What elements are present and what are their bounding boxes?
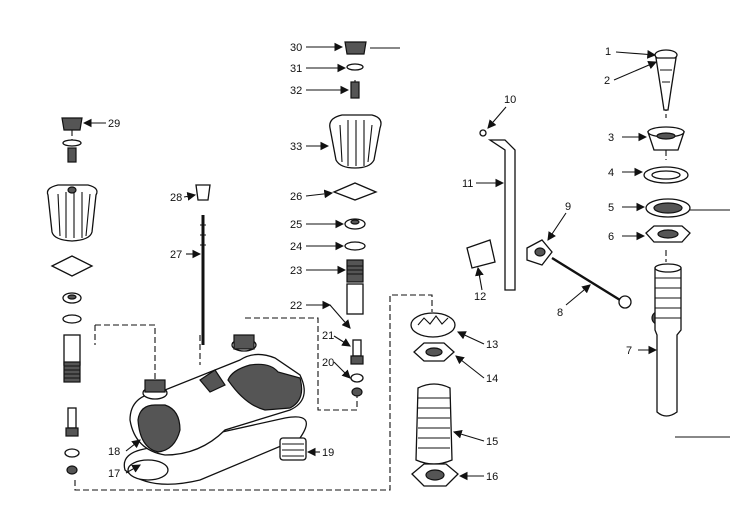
right-handle-assembly xyxy=(329,41,382,397)
callout-12: 12 xyxy=(474,291,486,303)
right-handle-knob xyxy=(329,114,382,169)
clevis-strap xyxy=(487,139,516,291)
callout-3: 3 xyxy=(608,132,614,144)
aerator xyxy=(279,437,307,461)
left-handle-assembly xyxy=(46,117,98,475)
right-stem xyxy=(346,283,364,315)
pop-up-linkage xyxy=(466,129,669,326)
callout-30: 30 xyxy=(290,42,302,54)
left-stem xyxy=(63,334,81,366)
pivot-rod xyxy=(551,256,621,302)
supply-assembly xyxy=(410,312,459,487)
callout-5: 5 xyxy=(608,202,614,214)
callout-2: 2 xyxy=(604,75,610,87)
callout-26: 26 xyxy=(290,191,302,203)
callout-16: 16 xyxy=(486,471,498,483)
callout-14: 14 xyxy=(486,373,498,385)
right-escutcheon xyxy=(332,182,378,201)
drain-assembly xyxy=(643,49,691,417)
lift-rod-knob xyxy=(195,184,211,201)
callout-22: 22 xyxy=(290,300,302,312)
callout-1: 1 xyxy=(605,46,611,58)
callout-13: 13 xyxy=(486,339,498,351)
drain-body xyxy=(654,267,682,417)
callout-28: 28 xyxy=(170,192,182,204)
faucet-base xyxy=(123,416,307,485)
spring-clip xyxy=(466,239,496,269)
left-screw-cap xyxy=(61,117,83,131)
left-escutcheon xyxy=(50,255,94,277)
faucet-body xyxy=(123,334,307,485)
callout-11: 11 xyxy=(462,178,473,190)
callout-32: 32 xyxy=(290,85,302,97)
callout-10: 10 xyxy=(504,94,516,106)
callout-29: 29 xyxy=(108,118,120,130)
callout-17: 17 xyxy=(108,468,120,480)
callout-21: 21 xyxy=(322,330,334,342)
callout-7: 7 xyxy=(626,345,632,357)
callout-18: 18 xyxy=(108,446,120,458)
callout-25: 25 xyxy=(290,219,302,231)
callout-4: 4 xyxy=(608,167,614,179)
callout-labels: 1 2 3 4 5 6 7 8 9 10 11 12 13 14 15 16 1… xyxy=(108,42,632,483)
right-screw-cap xyxy=(344,41,367,55)
callout-9: 9 xyxy=(565,201,571,213)
lock-washer xyxy=(410,312,456,338)
callout-33: 33 xyxy=(290,141,302,153)
callout-15: 15 xyxy=(486,436,498,448)
callout-8: 8 xyxy=(557,307,563,319)
callout-20: 20 xyxy=(322,357,334,369)
callout-23: 23 xyxy=(290,265,302,277)
callout-19: 19 xyxy=(322,447,334,459)
callout-31: 31 xyxy=(290,63,302,75)
callout-leaders xyxy=(82,42,658,481)
callout-6: 6 xyxy=(608,231,614,243)
stopper xyxy=(655,57,677,111)
supply-coupling xyxy=(415,383,453,465)
callout-24: 24 xyxy=(290,241,302,253)
callout-27: 27 xyxy=(170,249,182,261)
assembly-guide-lines xyxy=(71,47,730,491)
lift-rod-assembly xyxy=(195,184,211,345)
